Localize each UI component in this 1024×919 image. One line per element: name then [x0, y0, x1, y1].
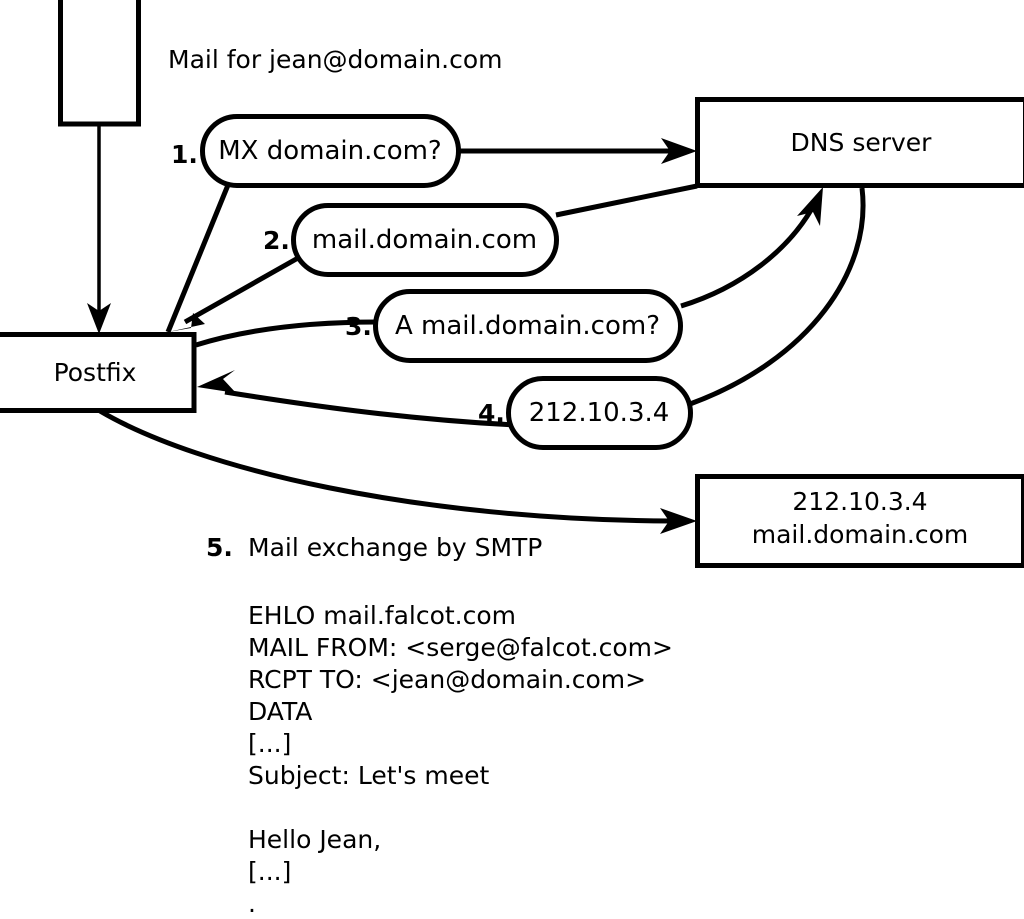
- node-source-box: [58, 0, 141, 127]
- bubble-step2-mail-domain: [291, 203, 559, 277]
- bubble-step1-mx: [200, 114, 461, 188]
- node-postfix-label: Postfix: [53, 358, 137, 387]
- edge-step2-bubble-to-postfix: [183, 255, 300, 325]
- step-2-bubble-label: mail.domain.com: [311, 225, 538, 255]
- node-mail-server-box: [695, 474, 1024, 568]
- step-5-label: Mail exchange by SMTP: [248, 533, 543, 562]
- bubble-step3-a-record: [373, 289, 683, 363]
- edge-step3-postfix-to-bubble: [195, 319, 379, 348]
- node-mail-server-ip-label: 212.10.3.4: [792, 487, 928, 516]
- edge-step4-dns-to-bubble: [689, 187, 866, 407]
- step-4-bubble-label: 212.10.3.4: [528, 398, 670, 428]
- edge-step1-postfix-to-mx: [165, 184, 231, 333]
- edge-source-to-postfix-arrowhead: [87, 303, 111, 334]
- node-dns-server-label: DNS server: [790, 128, 932, 157]
- step-3-number: 3.: [345, 312, 372, 341]
- smtp-transcript: EHLO mail.falcot.com MAIL FROM: <serge@f…: [248, 601, 673, 918]
- step-4-number: 4.: [478, 399, 505, 428]
- edge-step3-arrowhead: [797, 187, 823, 226]
- edge-step4-bubble-to-postfix: [224, 389, 516, 428]
- edge-step5-postfix-to-mailserver: [98, 408, 673, 524]
- edge-step1-arrowhead: [661, 138, 697, 164]
- step-1-bubble-label: MX domain.com?: [218, 136, 442, 166]
- caption-mail-for: Mail for jean@domain.com: [168, 45, 503, 74]
- edge-step3-bubble-to-dns: [680, 201, 818, 309]
- node-dns-server-box: [695, 97, 1024, 188]
- bubble-step4-ip: [506, 376, 693, 450]
- step-1-number: 1.: [171, 140, 198, 169]
- edge-step2-arrowhead: [168, 313, 205, 332]
- edge-step2-dns-to-bubble: [555, 183, 698, 218]
- edge-step5-arrowhead: [660, 508, 697, 534]
- node-postfix-box: [0, 332, 197, 413]
- node-mail-server-host-label: mail.domain.com: [751, 520, 969, 549]
- step-3-bubble-label: A mail.domain.com?: [395, 311, 660, 341]
- edge-step4-arrowhead: [197, 370, 236, 393]
- step-5-number: 5.: [206, 533, 233, 562]
- step-2-number: 2.: [263, 226, 290, 255]
